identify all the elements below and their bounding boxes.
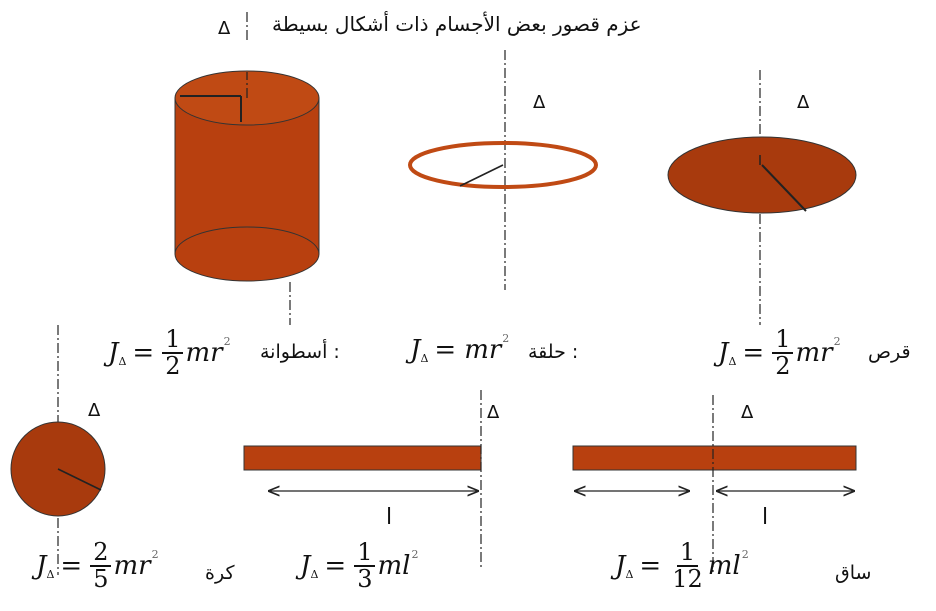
fraction-numerator: 1 (676, 539, 699, 568)
formula-tail: mr (464, 335, 502, 365)
formula-power: 2 (223, 334, 231, 348)
fraction-denominator: 2 (165, 352, 181, 381)
formula-j: J (300, 551, 311, 582)
rod-end-length: l (386, 505, 393, 530)
formula-equals: = (60, 551, 83, 582)
ring-shape (408, 50, 598, 290)
formula-axis: Δ (420, 351, 429, 365)
formula-j: J (36, 551, 47, 582)
rod-end-shape (243, 390, 482, 570)
formula-tail: mr (795, 338, 833, 369)
axis-label-rod-center: Δ (741, 402, 754, 423)
formula-equals: = (639, 551, 662, 582)
formula-axis: Δ (118, 354, 127, 368)
formula-tail: mr (185, 338, 223, 369)
axis-label-sphere: Δ (88, 400, 101, 421)
formula-equals: = (132, 338, 155, 369)
formula-equals: = (434, 335, 457, 365)
cylinder-label: أسطوانة : (260, 341, 340, 363)
rod-center-length: l (762, 505, 769, 530)
formula-j: J (718, 338, 729, 369)
axis-label-rod-end: Δ (487, 402, 500, 423)
axis-label-ring: Δ (533, 92, 546, 113)
fraction-numerator: 1 (772, 326, 794, 355)
sphere-label: كرة (205, 562, 235, 584)
formula-axis: Δ (310, 567, 319, 581)
diagram-title: عزم قصور بعض الأجسام ذات أشكال بسيطة (272, 12, 642, 36)
rod-center-shape (572, 395, 857, 575)
formula-j: J (410, 335, 421, 365)
formula-tail: ml (707, 551, 741, 582)
axis-label-disc: Δ (797, 92, 810, 113)
formula-power: 2 (741, 547, 749, 561)
formula-tail: ml (377, 551, 411, 582)
formula-tail: mr (113, 551, 151, 582)
formula-axis: Δ (625, 567, 634, 581)
formula-equals: = (324, 551, 347, 582)
fraction-numerator: 2 (90, 539, 112, 568)
formula-power: 2 (411, 547, 419, 561)
fraction-denominator: 5 (93, 565, 109, 594)
formula-j: J (108, 338, 119, 369)
fraction-denominator: 12 (672, 565, 703, 594)
ring-label: حلقة : (528, 341, 579, 363)
rod-center-label: ساق (835, 562, 872, 584)
fraction-denominator: 2 (775, 352, 791, 381)
sphere-shape (10, 325, 106, 575)
fraction-numerator: 1 (354, 539, 376, 568)
formula-axis: Δ (728, 354, 737, 368)
cylinder-shape (174, 12, 320, 325)
disc-label: قرص (868, 341, 911, 363)
formula-j: J (615, 551, 626, 582)
formula-power: 2 (502, 331, 510, 345)
formula-axis: Δ (46, 567, 55, 581)
axis-label-cylinder: Δ (218, 18, 231, 39)
formula-power: 2 (151, 547, 159, 561)
disc-shape (667, 70, 857, 325)
formula-power: 2 (833, 334, 841, 348)
fraction-numerator: 1 (162, 326, 184, 355)
fraction-denominator: 3 (357, 565, 373, 594)
formula-equals: = (742, 338, 765, 369)
